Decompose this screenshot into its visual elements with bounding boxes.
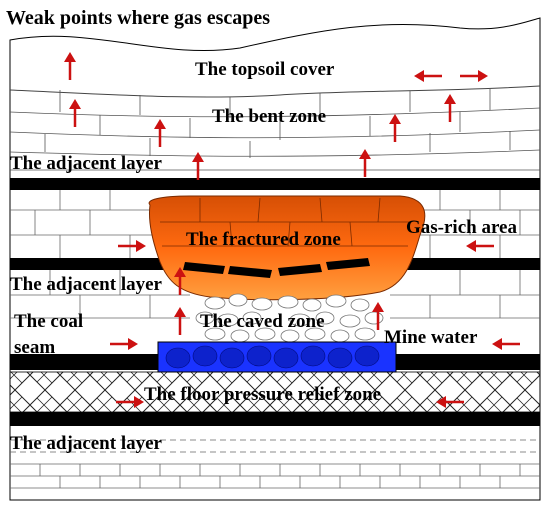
arrow-right-floor [116, 396, 144, 408]
label-adjacent-layer-lower: The adjacent layer [10, 433, 163, 454]
fractured-zone-cracks [160, 197, 410, 247]
label-coal-seam-line1: The coal [14, 311, 83, 332]
topsoil-boundary [9, 85, 541, 98]
floor-pressure-relief-zone [9, 371, 541, 413]
label-adjacent-layer-upper: The adjacent layer [10, 153, 163, 174]
label-topsoil-cover: The topsoil cover [195, 59, 335, 80]
label-gas-rich-area: Gas-rich area [406, 217, 517, 238]
arrow-up-adjacent [192, 152, 204, 180]
coal-seam-right [396, 354, 540, 370]
lower-strata [10, 439, 540, 489]
gas-flow-arrows [64, 52, 520, 408]
adjacent-layer-lower [10, 412, 540, 426]
arrow-right-fractured [118, 240, 146, 252]
label-coal-seam-line2: seam [14, 337, 55, 358]
adjacent-layer-upper [10, 178, 540, 190]
arrow-up-caved-right [372, 302, 384, 330]
arrow-right-topsoil [460, 70, 488, 82]
arrow-left-mine-water [492, 338, 520, 350]
coal-seam-left [10, 354, 158, 370]
arrow-up-weak-point [64, 52, 76, 80]
label-mine-water: Mine water [384, 327, 478, 348]
arrow-up-right-2 [389, 114, 401, 142]
arrow-up-right-1 [359, 149, 371, 177]
arrow-up-bent-left [69, 99, 81, 127]
mine-water-bubbles [165, 345, 380, 369]
arrow-left-topsoil [414, 70, 442, 82]
bent-zone-rock [9, 88, 541, 171]
arrow-up-fractured-left [174, 267, 186, 295]
label-fractured-zone: The fractured zone [186, 229, 341, 250]
diagram-title: Weak points where gas escapes [6, 7, 270, 29]
arrow-up-bent-center [154, 119, 166, 147]
arrow-up-caved-left [174, 307, 186, 335]
broken-coal-segments [183, 258, 370, 278]
rock-bricks-lower [10, 270, 540, 319]
arrow-left-gas-rich [466, 240, 494, 252]
label-floor-pressure-relief-zone: The floor pressure relief zone [144, 384, 381, 405]
label-adjacent-layer-middle: The adjacent layer [10, 274, 163, 295]
label-bent-zone: The bent zone [212, 106, 326, 127]
arrow-left-floor [436, 396, 464, 408]
arrow-right-coal-seam [110, 338, 138, 350]
arrow-up-right-3 [444, 94, 456, 122]
label-caved-zone: The caved zone [200, 311, 325, 332]
